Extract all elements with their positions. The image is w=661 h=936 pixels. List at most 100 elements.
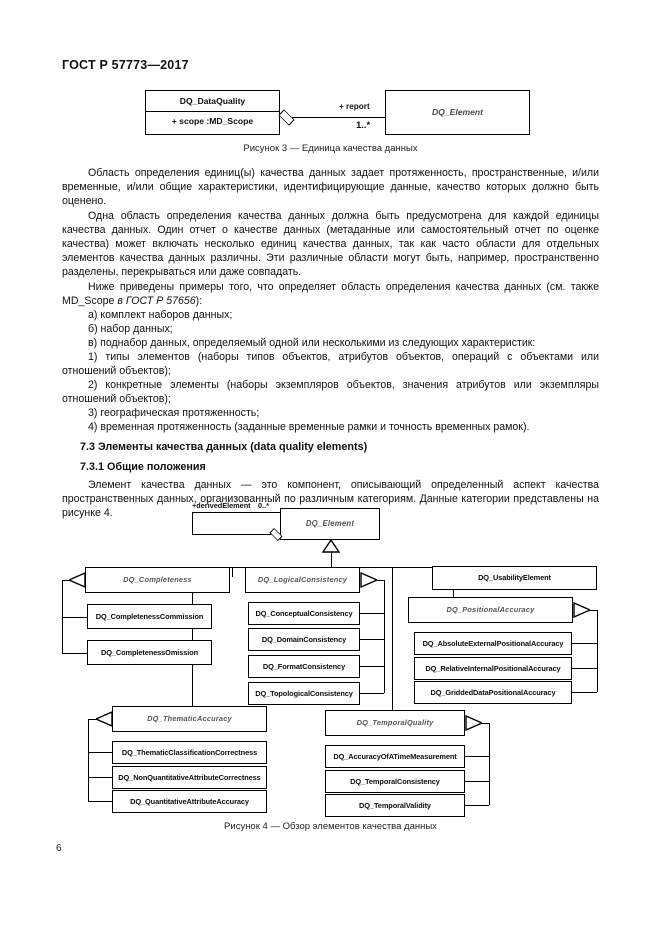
class-name: DQ_CompletenessCommission: [95, 612, 204, 621]
uml-class-dq-element: DQ_Element: [385, 90, 530, 135]
heading-7-3-1: 7.3.1 Общие положения: [80, 461, 206, 473]
class-attribute: + scope :MD_Scope: [146, 111, 279, 131]
temporalquality-child-line-3: [464, 805, 489, 806]
uml-class-dq-temporalvalidity: DQ_TemporalValidity: [325, 794, 465, 817]
heading-7-3: 7.3 Элементы качества данных (data quali…: [80, 441, 368, 453]
temporalquality-bus-top: [481, 723, 489, 724]
thematicaccuracy-child-line-2: [88, 777, 113, 778]
class-name: DQ_FormatConsistency: [262, 662, 346, 671]
list-item-a: а) комплект наборов данных;: [88, 309, 233, 321]
generalization-triangle-icon: [360, 572, 377, 588]
list-item-4: 4) временная протяженность (заданные вре…: [88, 421, 530, 433]
thematicaccuracy-subclass-bus: [88, 719, 89, 801]
generalization-triangle-icon: [96, 711, 113, 727]
class-name: DQ_AbsoluteExternalPositionalAccuracy: [422, 639, 564, 648]
uml-class-dq-usabilityelement: DQ_UsabilityElement: [432, 566, 597, 590]
positionalaccuracy-subclass-bus: [597, 610, 598, 692]
logicalconsistency-child-line-3: [359, 666, 384, 667]
thematicaccuracy-child-line-3: [88, 801, 113, 802]
self-association-line-top: [192, 512, 280, 513]
bus-drop-logicalconsistency: [232, 567, 233, 577]
uml-class-dq-accuracyofatimemeasurement: DQ_AccuracyOfATimeMeasurement: [325, 745, 465, 768]
uml-class-dq-thematicclassificationcorrectness: DQ_ThematicClassificationCorrectness: [112, 741, 267, 764]
uml-class-dq-temporalquality: DQ_TemporalQuality: [325, 710, 465, 736]
uml-class-dq-logicalconsistency: DQ_LogicalConsistency: [245, 567, 360, 593]
uml-class-dq-completenessomission: DQ_CompletenessOmission: [87, 640, 212, 665]
completeness-child-line-1: [62, 617, 87, 618]
class-name: DQ_RelativeInternalPositionalAccuracy: [425, 664, 561, 673]
temporalquality-subclass-bus: [489, 723, 490, 805]
generalization-triangle-icon: [69, 572, 86, 588]
positionalaccuracy-bus-top: [589, 610, 597, 611]
self-association-line-bottom: [192, 534, 280, 535]
paragraph-1: Область определения единиц(ы) качества д…: [62, 167, 599, 208]
generalization-triangle-icon: [465, 715, 482, 731]
uml-class-dq-thematicaccuracy: DQ_ThematicAccuracy: [112, 706, 267, 732]
temporalquality-child-line-2: [464, 781, 489, 782]
association-role-label: + report: [339, 102, 370, 111]
class-name: DQ_GriddedDataPositionalAccuracy: [430, 688, 556, 697]
paragraph-2: Одна область определения качества данных…: [62, 210, 599, 279]
uml-class-dq-completenesscommission: DQ_CompletenessCommission: [87, 604, 212, 629]
completeness-bus-top: [62, 580, 70, 581]
association-line: [292, 117, 385, 118]
uml-class-dq-temporalconsistency: DQ_TemporalConsistency: [325, 770, 465, 793]
class-name: DQ_NonQuantitativeAttributeCorrectness: [118, 773, 261, 782]
logicalconsistency-bus-top: [376, 580, 384, 581]
class-name: DQ_ThematicAccuracy: [147, 714, 232, 723]
logicalconsistency-child-line-4: [359, 693, 384, 694]
thematicaccuracy-child-line-1: [88, 752, 113, 753]
completeness-child-line-2: [62, 653, 87, 654]
logicalconsistency-child-line-1: [359, 613, 384, 614]
class-name: DQ_DomainConsistency: [261, 635, 347, 644]
figure-4-caption: Рисунок 4 — Обзор элементов качества дан…: [224, 821, 437, 832]
list-item-3: 3) географическая протяженность;: [88, 407, 260, 419]
uml-class-dq-element-root: DQ_Element: [280, 508, 380, 540]
list-item-c: в) поднабор данных, определяемый одной и…: [88, 337, 536, 349]
uml-class-dq-domainconsistency: DQ_DomainConsistency: [248, 628, 360, 651]
class-name: DQ_CompletenessOmission: [100, 648, 199, 657]
positionalaccuracy-child-line-1: [572, 643, 597, 644]
class-name: DQ_DataQuality: [179, 96, 246, 106]
list-item-2: 2) конкретные элементы (наборы экземпляр…: [62, 379, 599, 406]
uml-class-dq-dataquality: DQ_DataQuality + scope :MD_Scope: [145, 90, 280, 135]
class-name: DQ_TopologicalConsistency: [255, 689, 353, 698]
figure-3-diagram: DQ_DataQuality + scope :MD_Scope DQ_Elem…: [0, 86, 661, 156]
class-name: DQ_TemporalConsistency: [350, 777, 440, 786]
class-name: DQ_AccuracyOfATimeMeasurement: [333, 752, 457, 761]
positionalaccuracy-child-line-2: [572, 668, 597, 669]
class-name: DQ_ThematicClassificationCorrectness: [121, 748, 258, 757]
class-name: DQ_LogicalConsistency: [257, 575, 348, 584]
figure-4-diagram: DQ_Element +derivedElement 0..* DQ_Compl…: [0, 498, 661, 820]
document-header: ГОСТ Р 57773—2017: [62, 58, 189, 72]
uml-class-dq-relativeinternalpositionalaccuracy: DQ_RelativeInternalPositionalAccuracy: [414, 657, 572, 680]
thematicaccuracy-bus-top: [88, 719, 97, 720]
paragraph-3: Ниже приведены примеры того, что определ…: [62, 280, 599, 308]
class-name: DQ_TemporalQuality: [356, 718, 434, 727]
logicalconsistency-child-line-2: [359, 639, 384, 640]
list-item-1: 1) типы элементов (наборы типов объектов…: [62, 351, 599, 378]
figure-3-caption: Рисунок 3 — Единица качества данных: [243, 143, 418, 154]
self-association-role-label: +derivedElement: [192, 501, 251, 510]
class-name: DQ_QuantitativeAttributeAccuracy: [130, 797, 249, 806]
list-item-b: б) набор данных;: [88, 323, 173, 335]
uml-class-dq-completeness: DQ_Completeness: [85, 567, 230, 593]
bus-drop-temporalquality: [392, 567, 393, 717]
class-name: DQ_ConceptualConsistency: [255, 609, 353, 618]
self-association-multiplicity-label: 0..*: [258, 501, 269, 510]
positionalaccuracy-child-line-3: [572, 692, 597, 693]
temporalquality-child-line-1: [464, 756, 489, 757]
aggregation-diamond-icon: [278, 109, 295, 126]
paragraph-3-prefix: Ниже приведены примеры того, что определ…: [62, 281, 599, 308]
uml-class-dq-quantitativeattributeaccuracy: DQ_QuantitativeAttributeAccuracy: [112, 790, 267, 813]
logicalconsistency-subclass-bus: [384, 580, 385, 693]
self-association-line-left: [192, 512, 193, 534]
completeness-subclass-bus: [62, 580, 63, 653]
class-name: DQ_PositionalAccuracy: [446, 605, 535, 614]
uml-class-dq-positionalaccuracy: DQ_PositionalAccuracy: [408, 597, 573, 623]
class-name: DQ_Completeness: [123, 575, 192, 584]
uml-class-dq-absoluteexternalpositionalaccuracy: DQ_AbsoluteExternalPositionalAccuracy: [414, 632, 572, 655]
class-name: DQ_Element: [305, 519, 355, 528]
class-name: DQ_UsabilityElement: [478, 573, 551, 582]
